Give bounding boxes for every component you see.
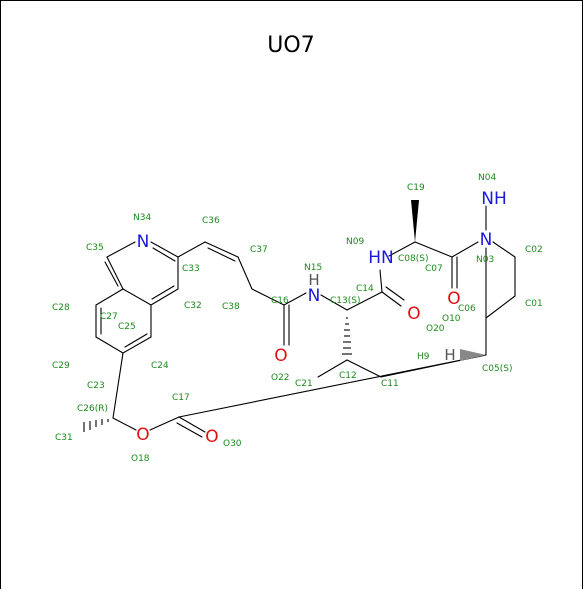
atom-label: C23 bbox=[87, 381, 105, 391]
bond bbox=[149, 416, 180, 431]
bond bbox=[414, 241, 453, 258]
bond bbox=[104, 261, 119, 287]
bond bbox=[283, 292, 307, 306]
atom-label: O10 bbox=[442, 314, 461, 324]
atom-label: C26(R) bbox=[77, 404, 108, 414]
atom-symbols: N NH H N HN N NH O O O O O H bbox=[136, 189, 506, 447]
bond bbox=[177, 241, 206, 258]
atom-n34: N bbox=[137, 232, 150, 252]
atom-n09: HN bbox=[368, 248, 394, 268]
bond bbox=[251, 288, 285, 306]
atom-label: N15 bbox=[304, 263, 322, 273]
atom-label: C36 bbox=[202, 216, 220, 226]
atom-label: C05(S) bbox=[482, 364, 512, 374]
atom-label: C12 bbox=[339, 371, 357, 381]
bond bbox=[379, 269, 383, 293]
bond bbox=[112, 417, 137, 431]
bond bbox=[385, 286, 405, 301]
atom-label: C11 bbox=[381, 379, 399, 389]
atom-n03: N bbox=[480, 230, 493, 250]
bond bbox=[151, 285, 175, 300]
bond bbox=[152, 247, 176, 262]
bond bbox=[176, 422, 203, 438]
atom-label: C27 bbox=[100, 312, 118, 322]
bond bbox=[106, 241, 136, 258]
bond bbox=[150, 288, 179, 306]
atom-label: C06 bbox=[458, 304, 476, 314]
atom-label: C14 bbox=[356, 284, 374, 294]
atom-o22: O bbox=[274, 346, 287, 366]
bond bbox=[112, 352, 124, 419]
bond bbox=[346, 359, 382, 378]
atom-label: C02 bbox=[525, 245, 543, 255]
atom-label: C17 bbox=[172, 393, 190, 403]
bond bbox=[204, 241, 239, 258]
bond bbox=[317, 359, 348, 378]
atom-label: C24 bbox=[151, 361, 169, 371]
atom-label: N03 bbox=[476, 255, 494, 265]
bond bbox=[95, 336, 124, 354]
atom-label: C16 bbox=[271, 296, 289, 306]
bond bbox=[237, 256, 253, 290]
atom-label: C31 bbox=[55, 433, 73, 443]
hash-bond-c26-c31 bbox=[83, 419, 109, 432]
atom-n04: NH bbox=[481, 189, 507, 209]
bond bbox=[178, 354, 487, 418]
bond bbox=[95, 288, 124, 306]
atom-label: C07 bbox=[425, 264, 443, 274]
wedge-bond-c05-h9 bbox=[460, 349, 486, 361]
atom-label: C35 bbox=[86, 243, 104, 253]
bond bbox=[207, 247, 236, 262]
atom-label: H9 bbox=[417, 352, 430, 362]
atom-label: O20 bbox=[426, 324, 445, 334]
bond bbox=[320, 294, 348, 311]
bonds bbox=[95, 205, 516, 438]
bond bbox=[388, 241, 416, 257]
atom-label: C38 bbox=[222, 302, 240, 312]
atom-label: C01 bbox=[525, 299, 543, 309]
atom-label: C13(S) bbox=[330, 296, 360, 306]
atom-label: C33 bbox=[182, 264, 200, 274]
bond bbox=[122, 336, 152, 354]
atom-label: C19 bbox=[407, 183, 425, 193]
bond bbox=[150, 241, 179, 258]
hash-bond-c13-c12 bbox=[342, 317, 352, 355]
atom-o20: O bbox=[407, 304, 420, 324]
bond bbox=[485, 295, 516, 319]
bond bbox=[346, 291, 383, 311]
atom-label: C32 bbox=[184, 301, 202, 311]
atom-labels: C19 N04 N34 C36 N09 C02 C35 C33 C37 C08(… bbox=[52, 173, 543, 464]
atom-h9: H bbox=[444, 346, 455, 364]
atom-label: C21 bbox=[295, 379, 313, 389]
bond bbox=[451, 241, 479, 258]
atom-label: N09 bbox=[346, 237, 364, 247]
atom-n15: N bbox=[308, 286, 321, 306]
bond bbox=[178, 416, 206, 433]
atom-label: N04 bbox=[478, 173, 496, 183]
atom-label: C08(S) bbox=[398, 254, 428, 264]
atom-label: C25 bbox=[118, 322, 136, 332]
atom-n15-h: H bbox=[308, 271, 319, 289]
diagram-title: UO7 bbox=[267, 33, 314, 58]
bond bbox=[381, 291, 402, 307]
wedge-bond-c08-c19 bbox=[411, 200, 419, 242]
bond bbox=[106, 256, 124, 290]
atom-label: C29 bbox=[52, 361, 70, 371]
atom-label: O18 bbox=[131, 454, 150, 464]
atom-label: C28 bbox=[52, 303, 70, 313]
atom-label: C37 bbox=[250, 245, 268, 255]
atom-label: O30 bbox=[223, 439, 242, 449]
atom-label: N34 bbox=[133, 213, 151, 223]
atom-label: O22 bbox=[271, 373, 290, 383]
atom-o10: O bbox=[447, 289, 460, 309]
bond bbox=[492, 241, 516, 258]
atom-o30: O bbox=[205, 427, 218, 447]
bond bbox=[122, 288, 152, 306]
wedge-bonds bbox=[83, 200, 486, 432]
bond bbox=[124, 333, 148, 348]
atom-o18: O bbox=[136, 425, 149, 445]
